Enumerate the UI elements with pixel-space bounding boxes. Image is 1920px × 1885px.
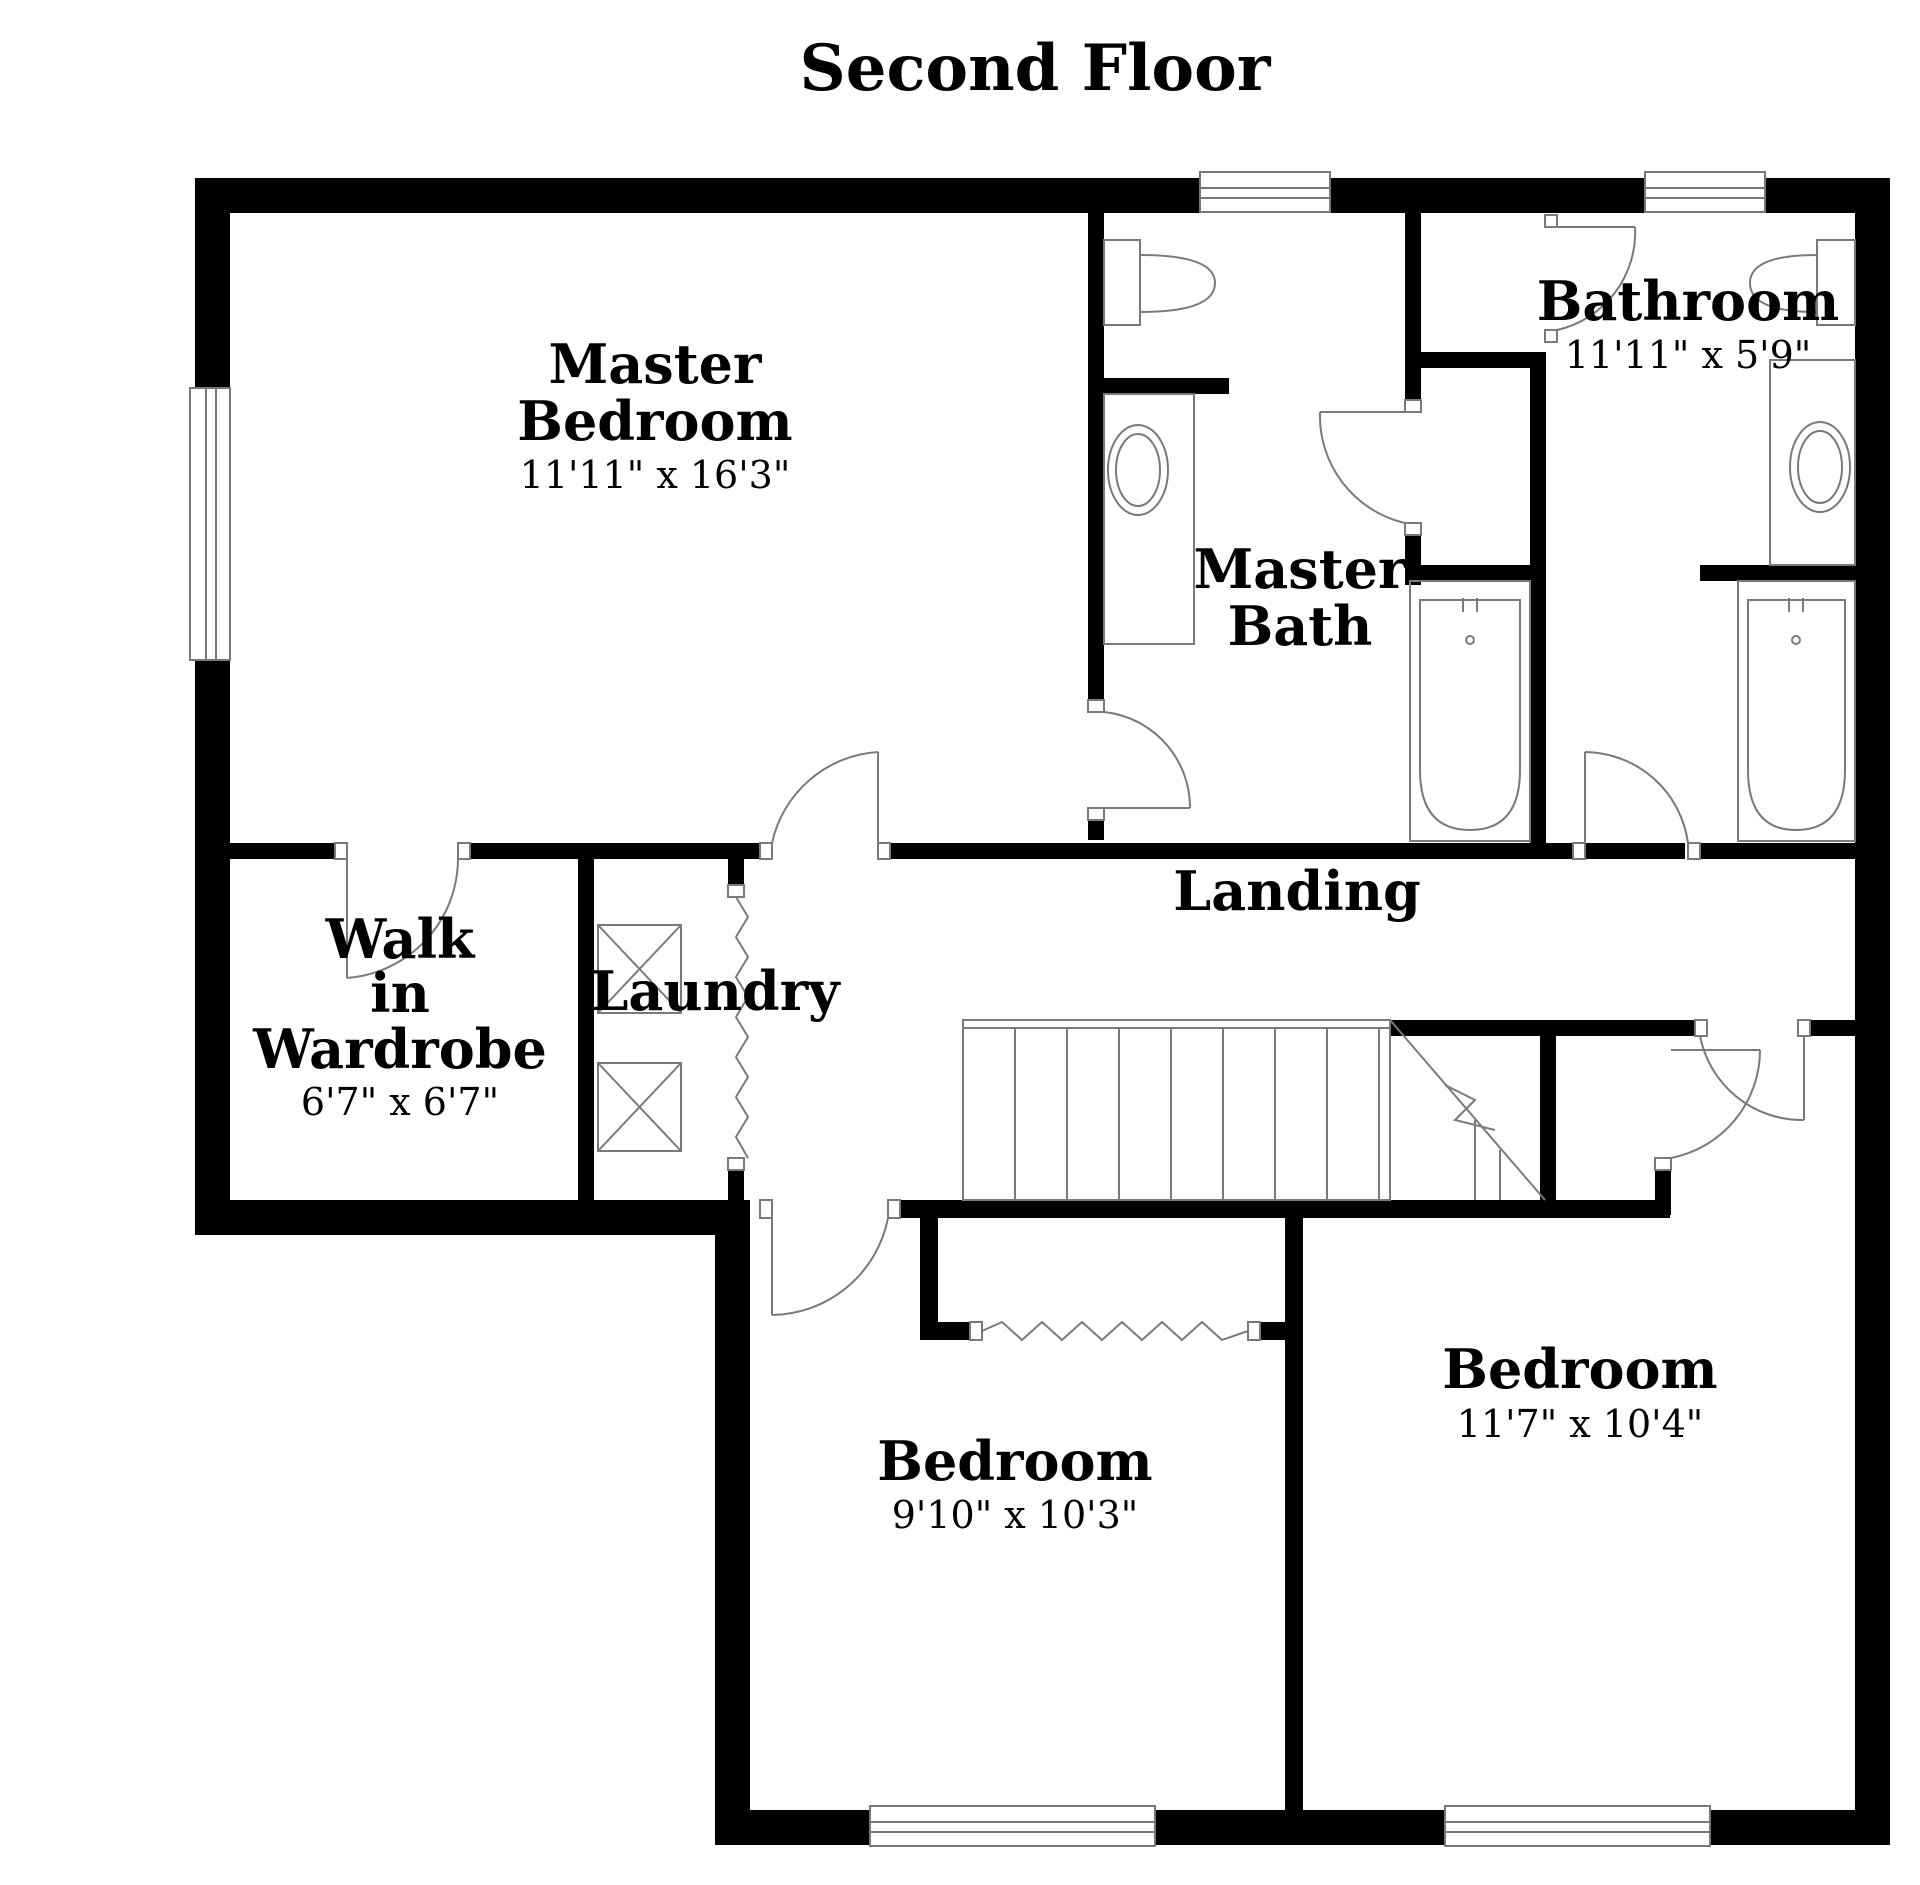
laundry-bifold-door [727,884,750,1171]
room-name-wardrobe-line2: in [370,961,430,1025]
door-bathroom-inner [1544,214,1637,343]
window-bottom-bedroom-3 [1444,1805,1711,1847]
door-master-bedroom [759,751,891,860]
room-labels: Master Bedroom 11'11" x 16'3" Master Bat… [252,269,1839,1537]
master-bath-toilet-icon [1103,239,1217,326]
label-master-bedroom: Master Bedroom 11'11" x 16'3" [517,332,792,497]
room-name-master-bath-line1: Master [1194,537,1407,601]
bedroom-2-closet-bifold [969,1320,1261,1342]
bathroom-vanity-icon [1769,359,1856,566]
master-bath-shower-icon [1103,393,1195,645]
window-left-master-bedroom [189,387,231,661]
dryer-icon [597,1062,682,1152]
door-bathroom [1572,751,1701,860]
room-name-master-bath-line2: Bath [1228,594,1373,658]
room-dimensions-bedroom-2: 9'10" x 10'3" [892,1493,1139,1537]
interior-walls [230,210,1855,1840]
door-linen-closet [1654,1019,1761,1171]
room-name-landing: Landing [1173,859,1421,923]
label-bathroom: Bathroom 11'11" x 5'9" [1537,269,1839,377]
room-name-bedroom-3: Bedroom [1442,1337,1717,1401]
room-dimensions-bedroom-3: 11'7" x 10'4" [1457,1402,1704,1446]
fixtures [597,239,1856,1152]
room-name-wardrobe-line1: Walk [325,907,476,971]
label-bedroom-2: Bedroom 9'10" x 10'3" [877,1429,1152,1537]
label-bedroom-3: Bedroom 11'7" x 10'4" [1442,1337,1717,1446]
bathroom-tub-icon [1737,580,1856,842]
room-name-laundry: Laundry [590,959,841,1023]
label-master-bath: Master Bath [1194,537,1407,658]
doors [334,214,1811,1342]
room-name-master-bedroom-line2: Bedroom [517,389,792,453]
room-name-bathroom: Bathroom [1537,269,1839,333]
windows [189,171,1766,1847]
room-dimensions-bathroom: 11'11" x 5'9" [1565,333,1812,377]
staircase [962,1019,1546,1201]
room-name-bedroom-2: Bedroom [877,1429,1152,1493]
door-master-closet [1318,399,1422,536]
exterior-walls [195,178,1890,1845]
door-walk-in-wardrobe [334,842,471,979]
washer-icon [597,924,682,1014]
window-top-bathroom [1644,171,1766,213]
room-name-master-bedroom-line1: Master [549,332,762,396]
room-dimensions-wardrobe: 6'7" x 6'7" [301,1080,499,1124]
room-name-wardrobe-line3: Wardrobe [252,1017,547,1081]
room-dimensions-master-bedroom: 11'11" x 16'3" [520,453,791,497]
master-bath-tub-icon [1409,580,1531,842]
door-bedroom-3 [1699,1019,1811,1122]
door-master-bath [1087,699,1192,821]
window-bottom-bedroom-2 [869,1805,1156,1847]
floor-title: Second Floor [800,31,1272,106]
window-top-master-bath [1199,171,1331,213]
door-bedroom-2 [759,1199,901,1316]
bathroom-toilet-icon [1748,239,1856,326]
label-walk-in-wardrobe: Walk in Wardrobe 6'7" x 6'7" [252,907,547,1124]
